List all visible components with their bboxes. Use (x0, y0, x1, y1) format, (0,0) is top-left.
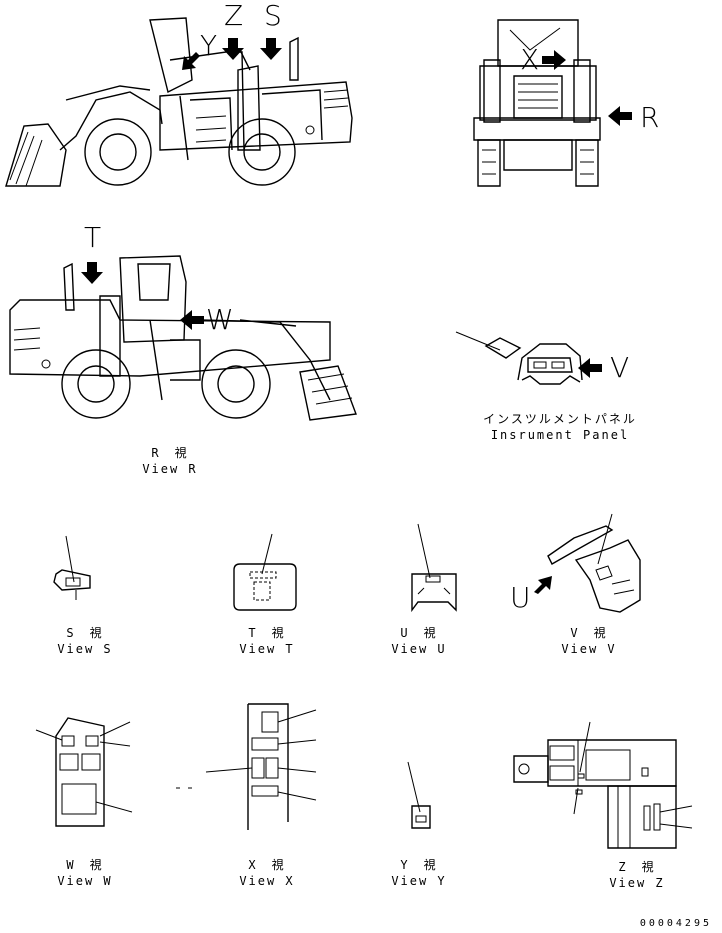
caption-view-r-en: View R (142, 462, 198, 476)
arrow-r (608, 106, 632, 126)
arrow-u (534, 576, 552, 594)
loader-left-side-view (5, 17, 353, 187)
view-y-drawing (407, 761, 431, 829)
caption-instrument-panel-jp: インスツルメントパネル (483, 412, 637, 426)
callout-z: Z (224, 0, 244, 32)
caption-view-v-jp: V 視 (570, 626, 608, 640)
view-u-drawing (411, 523, 457, 613)
caption-view-s-jp: S 視 (66, 626, 104, 640)
view-x-drawing (176, 703, 317, 830)
callout-r: R (640, 101, 660, 134)
caption-view-r-jp: R 視 (151, 446, 189, 460)
callout-x: X (520, 43, 540, 76)
arrow-z (222, 38, 244, 60)
caption-view-w-jp: W 視 (66, 858, 104, 872)
caption-view-y-jp: Y 視 (400, 858, 438, 872)
caption-view-y-en: View Y (391, 874, 447, 888)
caption-view-t-en: View T (239, 642, 295, 656)
caption-view-u-en: View U (391, 642, 447, 656)
view-w-drawing (35, 717, 133, 827)
view-z-drawing (513, 721, 693, 849)
callout-s: S (264, 0, 282, 32)
callout-v: V (610, 351, 630, 384)
arrow-w (180, 310, 204, 330)
caption-view-t-jp: T 視 (248, 626, 286, 640)
caption-view-z-en: View Z (609, 876, 665, 890)
caption-view-s-en: View S (57, 642, 113, 656)
arrow-s (260, 38, 282, 60)
caption-view-z-jp: Z 視 (618, 860, 656, 874)
caption-view-v-en: View V (561, 642, 617, 656)
caption-view-w-en: View W (57, 874, 113, 888)
drawing-code: 00004295 (639, 918, 712, 929)
callout-t: T (84, 221, 102, 254)
view-s-drawing (53, 535, 91, 600)
callout-w: W (206, 303, 234, 336)
caption-view-x-jp: X 視 (248, 858, 286, 872)
caption-instrument-panel-en: Insrument Panel (490, 428, 630, 442)
caption-view-u-jp: U 視 (400, 626, 438, 640)
caption-view-x-en: View X (239, 874, 295, 888)
arrow-t (81, 262, 103, 284)
view-v-drawing (547, 513, 641, 613)
instrument-panel-drawing (455, 331, 583, 385)
callout-y: Y (200, 29, 218, 62)
arrow-y (182, 52, 200, 70)
view-t-drawing (233, 533, 297, 611)
callout-u: U (510, 581, 531, 614)
arrow-v (578, 358, 602, 378)
loader-right-side-view (9, 255, 357, 421)
arrow-x (542, 50, 566, 70)
